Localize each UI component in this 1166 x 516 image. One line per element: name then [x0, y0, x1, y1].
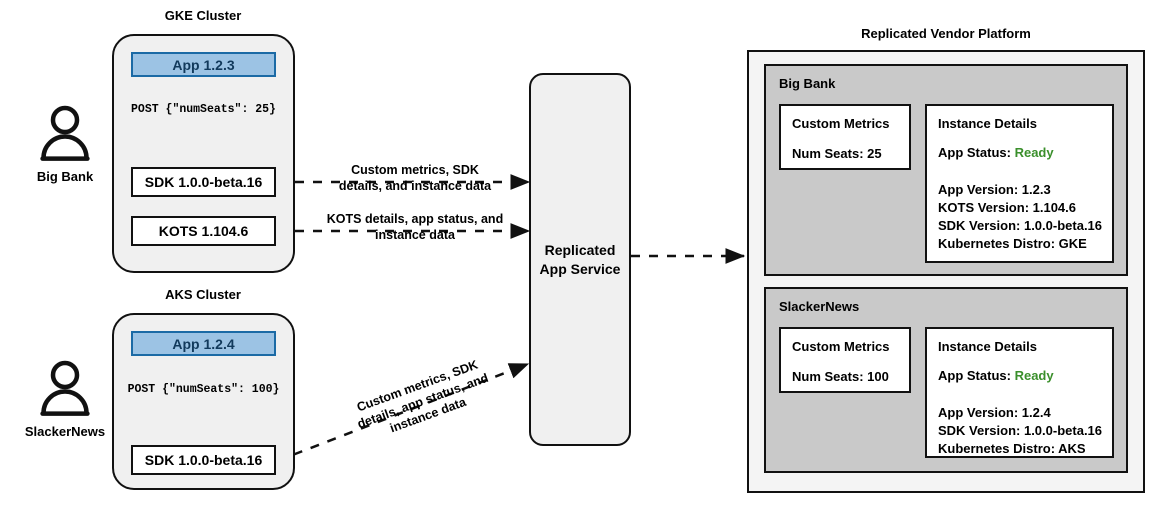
detail-row: Kubernetes Distro: AKS	[938, 441, 1086, 456]
gke-post-label: POST {"numSeats": 25}	[131, 103, 276, 116]
app-status-row: App Status: Ready	[938, 368, 1054, 383]
instance-details-title: Instance Details	[938, 116, 1037, 131]
customer-label: Big Bank	[36, 169, 94, 184]
aks-cluster-caption: AKS Cluster	[165, 287, 241, 302]
app-status-label: App Status:	[938, 368, 1011, 383]
service-line-2: App Service	[539, 260, 621, 277]
custom-metrics-title: Custom Metrics	[792, 116, 890, 131]
aks-sdk-box[interactable]: SDK 1.0.0-beta.16	[131, 445, 276, 475]
replicated-app-service-box[interactable]: Replicated App Service	[529, 73, 631, 446]
slackernews-instance-details-panel	[925, 327, 1114, 458]
custom-metrics-row: Num Seats: 25	[792, 146, 882, 161]
detail-row: Kubernetes Distro: GKE	[938, 236, 1087, 251]
aks-sdk-flow-label: Custom metrics, SDK details, app status,…	[354, 357, 491, 436]
platform-caption: Replicated Vendor Platform	[861, 26, 1031, 41]
detail-row: SDK Version: 1.0.0-beta.16	[938, 218, 1103, 233]
gke-cluster-caption: GKE Cluster	[164, 8, 242, 23]
big-bank-custom-metrics-panel	[779, 104, 911, 170]
slackernews-custom-metrics-panel	[779, 327, 911, 393]
service-line-1: Replicated	[544, 241, 616, 258]
custom-metrics-row: Num Seats: 100	[792, 369, 889, 384]
app-status-row: App Status: Ready	[938, 145, 1054, 160]
detail-row: SDK Version: 1.0.0-beta.16	[938, 423, 1103, 438]
custom-metrics-title: Custom Metrics	[792, 339, 890, 354]
customer-label: SlackerNews	[24, 424, 106, 439]
app-status-label: App Status:	[938, 145, 1011, 160]
status-badge: Ready	[1014, 145, 1054, 160]
user-icon	[40, 105, 90, 161]
aks-post-label: POST {"numSeats": 100}	[127, 383, 280, 396]
gke-sdk-flow-label: Custom metrics, SDK details, and instanc…	[338, 163, 492, 193]
gke-kots-box[interactable]: KOTS 1.104.6	[131, 216, 276, 246]
instance-details-title: Instance Details	[938, 339, 1037, 354]
customer-slackernews: SlackerNews	[18, 360, 112, 439]
detail-row: App Version: 1.2.3	[938, 182, 1051, 197]
tenant-name: SlackerNews	[779, 299, 860, 314]
gke-kots-flow-label: KOTS details, app status, and instance d…	[326, 212, 504, 242]
detail-row: KOTS Version: 1.104.6	[938, 200, 1077, 215]
gke-app-box[interactable]: App 1.2.3	[131, 52, 276, 77]
tenant-name: Big Bank	[779, 76, 836, 91]
customer-big-bank: Big Bank	[18, 105, 112, 184]
gke-sdk-box[interactable]: SDK 1.0.0-beta.16	[131, 167, 276, 197]
user-icon	[40, 360, 90, 416]
big-bank-instance-details-panel	[925, 104, 1114, 263]
status-badge: Ready	[1014, 368, 1054, 383]
aks-app-box[interactable]: App 1.2.4	[131, 331, 276, 356]
detail-row: App Version: 1.2.4	[938, 405, 1051, 420]
